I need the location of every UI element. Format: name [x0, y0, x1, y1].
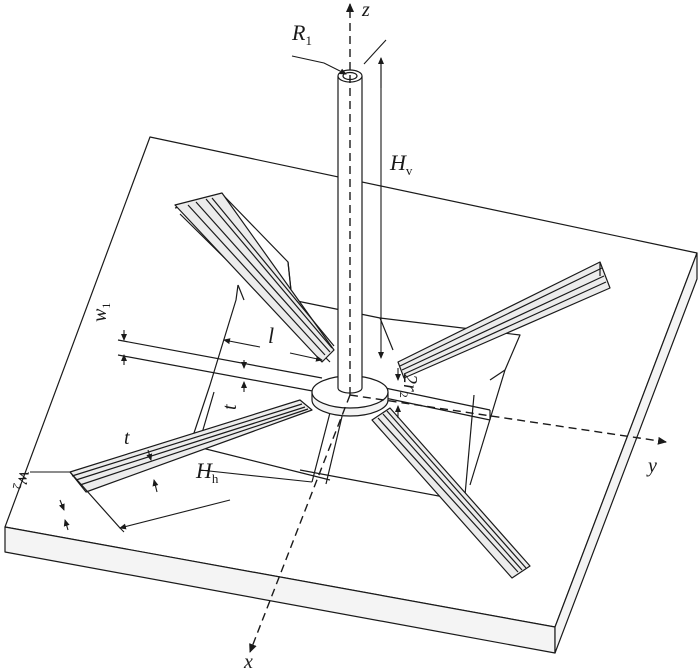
- t-arm-label: t: [124, 427, 130, 449]
- hh-dimension: [119, 499, 231, 530]
- two-r2-label: 2r2: [397, 374, 421, 398]
- coordinate-axes: [249, 3, 667, 653]
- r1-leader: [291, 55, 347, 75]
- l-dimension: [223, 338, 261, 348]
- strip-w1: [117, 339, 323, 393]
- arm-upper-right: [397, 261, 611, 379]
- substrate-side-face: [554, 252, 698, 654]
- r1-label: R1: [291, 20, 312, 48]
- arm-lower-right: [371, 407, 531, 579]
- w1-label: w1: [89, 303, 113, 322]
- hh-label: Hh: [195, 458, 219, 486]
- z-axis-label: z: [361, 0, 370, 21]
- y-axis: [349, 394, 667, 445]
- x-axis-label: x: [243, 651, 253, 671]
- arm-upper-left: [174, 192, 335, 363]
- labels: z x y R1 Hv Hh w1 w2 l t t 2r2: [10, 0, 657, 671]
- w2-dimension: [58, 499, 65, 511]
- strip-y: [384, 387, 491, 421]
- x-axis: [249, 394, 351, 653]
- strip-x: [311, 404, 345, 485]
- l-label: l: [268, 323, 274, 348]
- y-axis-label: y: [646, 455, 657, 477]
- arm-lower-left: [69, 399, 313, 529]
- t-arm-dimension: [146, 449, 153, 461]
- w2-label: w2: [10, 469, 37, 492]
- hv-label: Hv: [389, 150, 413, 178]
- dimensions: [30, 39, 401, 533]
- t-left-label: t: [219, 404, 241, 410]
